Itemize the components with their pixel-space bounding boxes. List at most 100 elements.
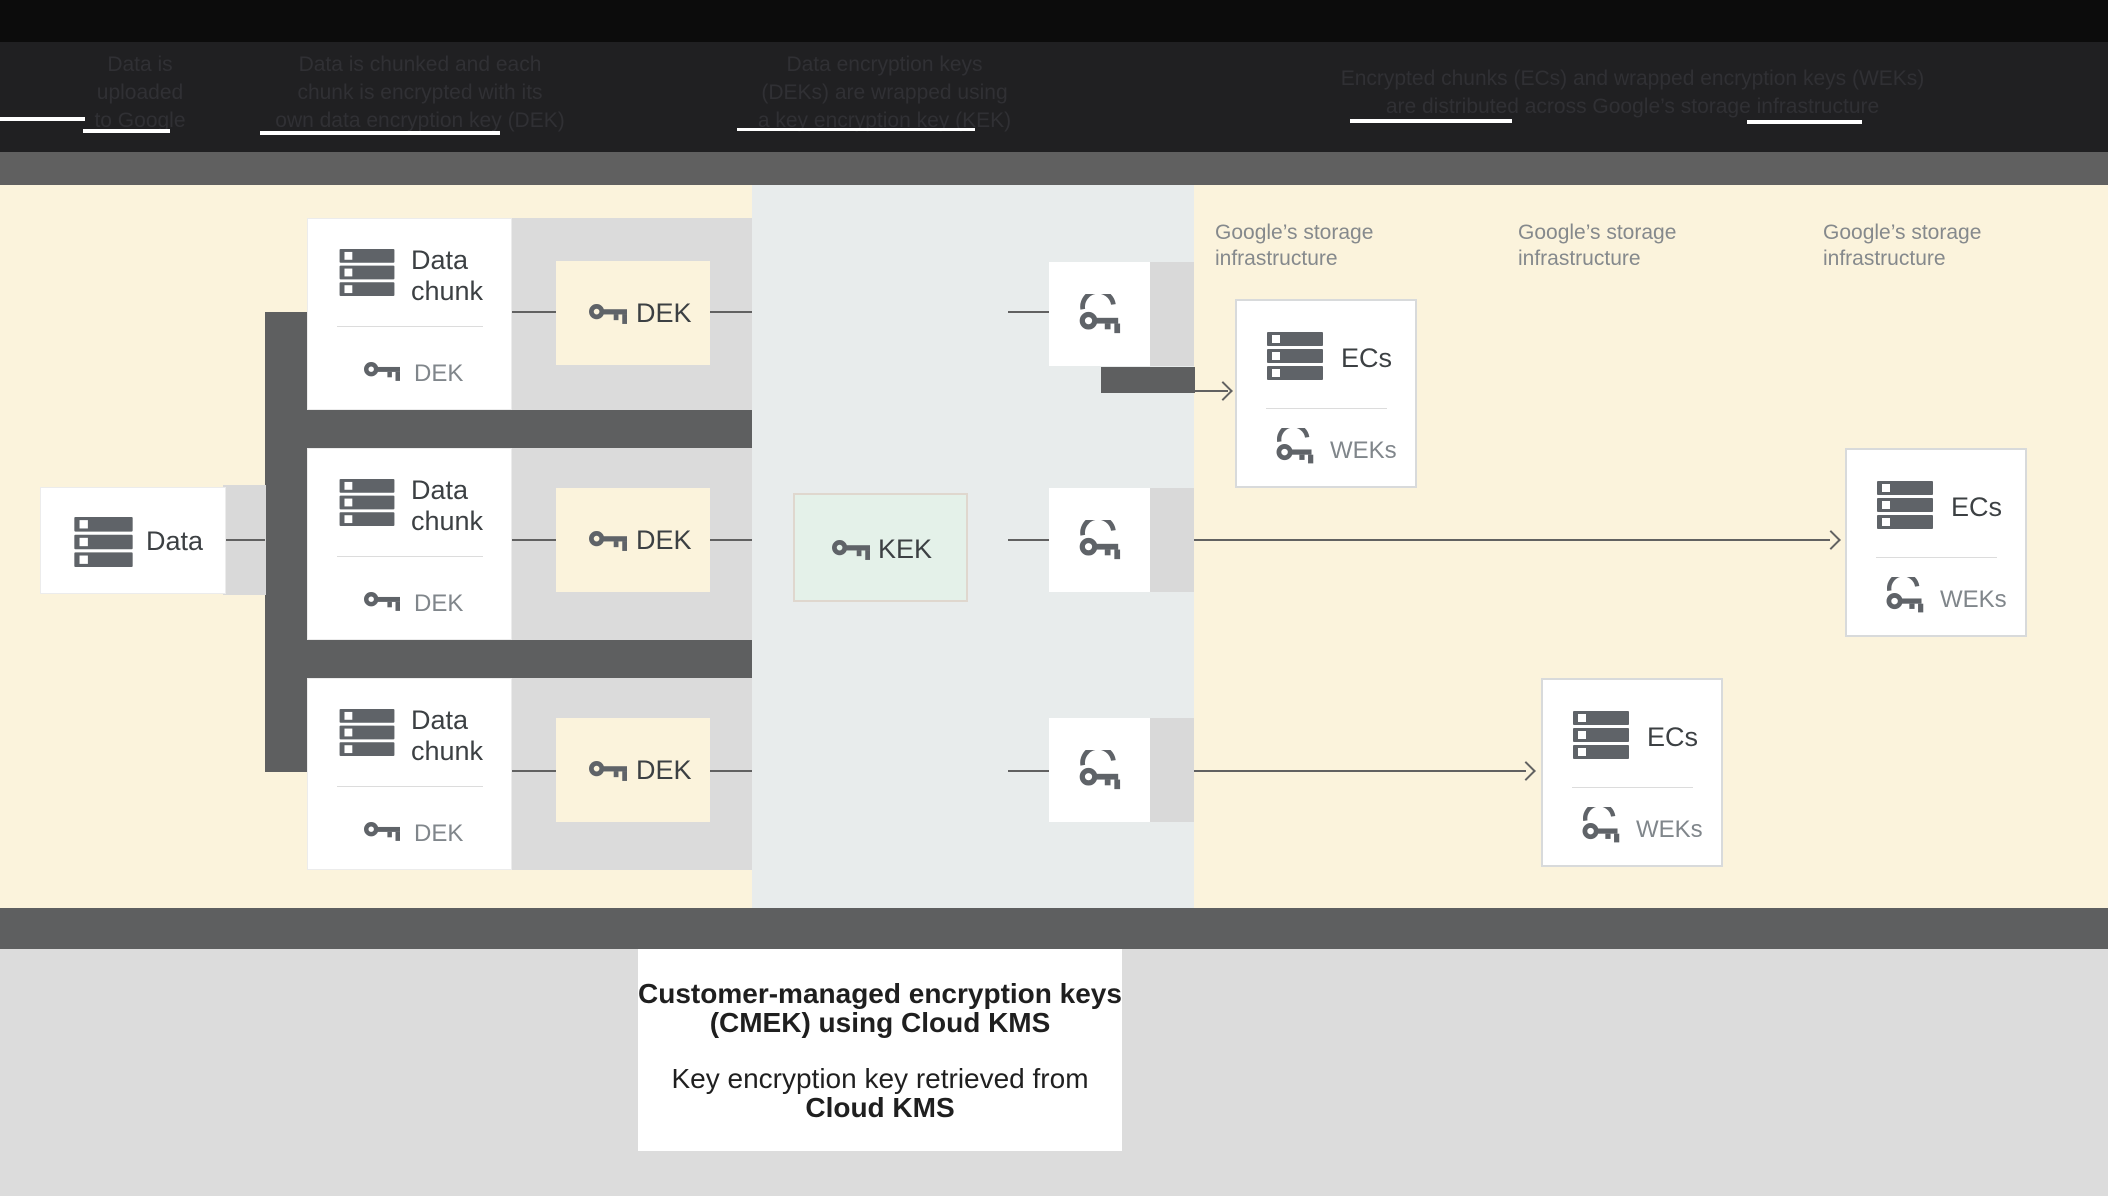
top-banner: Data is uploaded to Google Data is chunk… — [0, 0, 2108, 152]
connector-line — [512, 539, 556, 541]
connector-line — [1008, 311, 1049, 313]
key-icon — [589, 528, 627, 553]
data-chunk-box-1: Data chunk DEK — [307, 218, 512, 410]
data-chunk-box-3: Data chunk DEK — [307, 678, 512, 870]
wrapped-key-icon — [1078, 520, 1122, 560]
banner-caption-1-line1: Data is — [107, 53, 173, 76]
ecs-box-label: ECs — [1647, 722, 1699, 752]
storage-stack-icon — [74, 517, 133, 567]
bottom-gray-band — [0, 908, 2108, 949]
storage-infrastructure-label-3: Google’s storage infrastructure — [1823, 221, 1982, 270]
data-chunk-label: Data chunk — [411, 475, 484, 536]
divider — [337, 556, 483, 557]
ecs-box-3: ECs WEKs — [1541, 678, 1723, 867]
ecs-box-label: ECs — [1951, 492, 2003, 522]
banner-caption-4-line1: Encrypted chunks (ECs) and wrapped encry… — [1340, 67, 1925, 90]
banner-caption-3-line3: a key encryption key (KEK) — [757, 109, 1012, 132]
banner-caption-2: Data is chunked and each chunk is encryp… — [230, 51, 610, 135]
arrow-line-row2 — [1152, 539, 1830, 541]
banner-caption-3-line2: (DEKs) are wrapped using — [761, 81, 1008, 104]
connector-line — [1008, 539, 1049, 541]
weks-label: WEKs — [1636, 816, 1703, 843]
arrow-line-row1 — [1195, 390, 1228, 392]
data-chunk-label: Data chunk — [411, 705, 484, 766]
connector-line — [226, 539, 265, 541]
wrapped-key-square-3 — [1049, 718, 1150, 822]
dek-box-label: DEK — [636, 298, 692, 328]
key-icon — [589, 301, 627, 326]
caption-heading: Customer-managed encryption keys (CMEK) … — [638, 979, 1122, 1037]
divider — [1572, 787, 1693, 788]
caption-box: Customer-managed encryption keys (CMEK) … — [638, 949, 1122, 1151]
caption-body-line2: Cloud KMS — [805, 1092, 955, 1123]
storage-infrastructure-label-2: Google’s storage infrastructure — [1518, 221, 1677, 270]
banner-streak — [0, 117, 85, 121]
data-chunk-label: Data chunk — [411, 245, 484, 306]
wrapped-key-icon — [1885, 577, 1925, 613]
divider — [1266, 408, 1387, 409]
ecs-box-2: ECs WEKs — [1845, 448, 2027, 637]
banner-caption-2-line1: Data is chunked and each — [298, 53, 542, 76]
kek-box: KEK — [793, 493, 968, 602]
connector-line — [512, 770, 556, 772]
data-chunk-dek-badge: DEK — [414, 360, 464, 387]
ecs-box-1: ECs WEKs — [1235, 299, 1417, 488]
key-icon — [364, 589, 400, 613]
dek-box-2: DEK — [556, 488, 710, 592]
chunk-split-trunk — [265, 312, 307, 772]
wrapped-key-icon — [1078, 750, 1122, 790]
banner-caption-3: Data encryption keys (DEKs) are wrapped … — [697, 51, 1072, 135]
storage-stack-icon — [338, 709, 396, 756]
key-icon — [589, 758, 627, 783]
banner-streak — [1747, 120, 1862, 124]
key-square-notch — [1150, 262, 1194, 366]
caption-body-line1: Key encryption key retrieved from — [671, 1063, 1089, 1094]
weks-label: WEKs — [1940, 586, 2007, 613]
connector-line — [1008, 770, 1049, 772]
key-icon — [364, 359, 400, 383]
caption-heading-line1: Customer-managed encryption keys — [638, 978, 1122, 1009]
connector-line — [710, 311, 752, 313]
connector-line — [710, 770, 752, 772]
connector-line — [512, 311, 556, 313]
key-square-notch — [1150, 718, 1194, 822]
banner-caption-1: Data is uploaded to Google — [40, 51, 240, 135]
wrapped-key-icon — [1078, 294, 1122, 334]
wrapped-key-square-1 — [1049, 262, 1150, 366]
banner-caption-2-line3: own data encryption key (DEK) — [275, 109, 565, 132]
key-square-notch — [1150, 488, 1194, 592]
top-gray-band — [0, 152, 2108, 185]
data-chunk-dek-badge: DEK — [414, 590, 464, 617]
divider — [337, 326, 483, 327]
caption-heading-line2: (CMEK) using Cloud KMS — [709, 1007, 1051, 1038]
storage-stack-icon — [1267, 332, 1323, 380]
storage-stack-icon — [1573, 711, 1629, 759]
banner-streak — [1350, 119, 1512, 123]
storage-stack-icon — [338, 479, 396, 526]
banner-caption-4: Encrypted chunks (ECs) and wrapped encry… — [1275, 65, 1990, 121]
banner-streak — [737, 128, 975, 131]
kek-box-label: KEK — [878, 534, 933, 564]
dek-box-label: DEK — [636, 755, 692, 785]
weks-label: WEKs — [1330, 437, 1397, 464]
banner-streak — [83, 129, 170, 133]
key-icon — [364, 819, 400, 843]
ecs-box-label: ECs — [1341, 343, 1393, 373]
divider — [337, 786, 483, 787]
wrapped-key-square-2 — [1049, 488, 1150, 592]
wrapped-key-elbow-connector — [1101, 367, 1195, 393]
data-chunk-box-2: Data chunk DEK — [307, 448, 512, 640]
dek-box-3: DEK — [556, 718, 710, 822]
caption-body: Key encryption key retrieved from Cloud … — [638, 1064, 1122, 1122]
row-separator-bar — [265, 410, 752, 448]
dek-box-1: DEK — [556, 261, 710, 365]
diagram-stage: Data Data chunk DEK Data chunk DEK — [0, 185, 2108, 908]
wrapped-key-icon — [1275, 428, 1315, 464]
row-separator-bar — [265, 640, 752, 678]
data-chunk-dek-badge: DEK — [414, 820, 464, 847]
dek-box-label: DEK — [636, 525, 692, 555]
banner-streak — [260, 131, 500, 135]
connector-line — [710, 539, 752, 541]
divider — [1876, 557, 1997, 558]
